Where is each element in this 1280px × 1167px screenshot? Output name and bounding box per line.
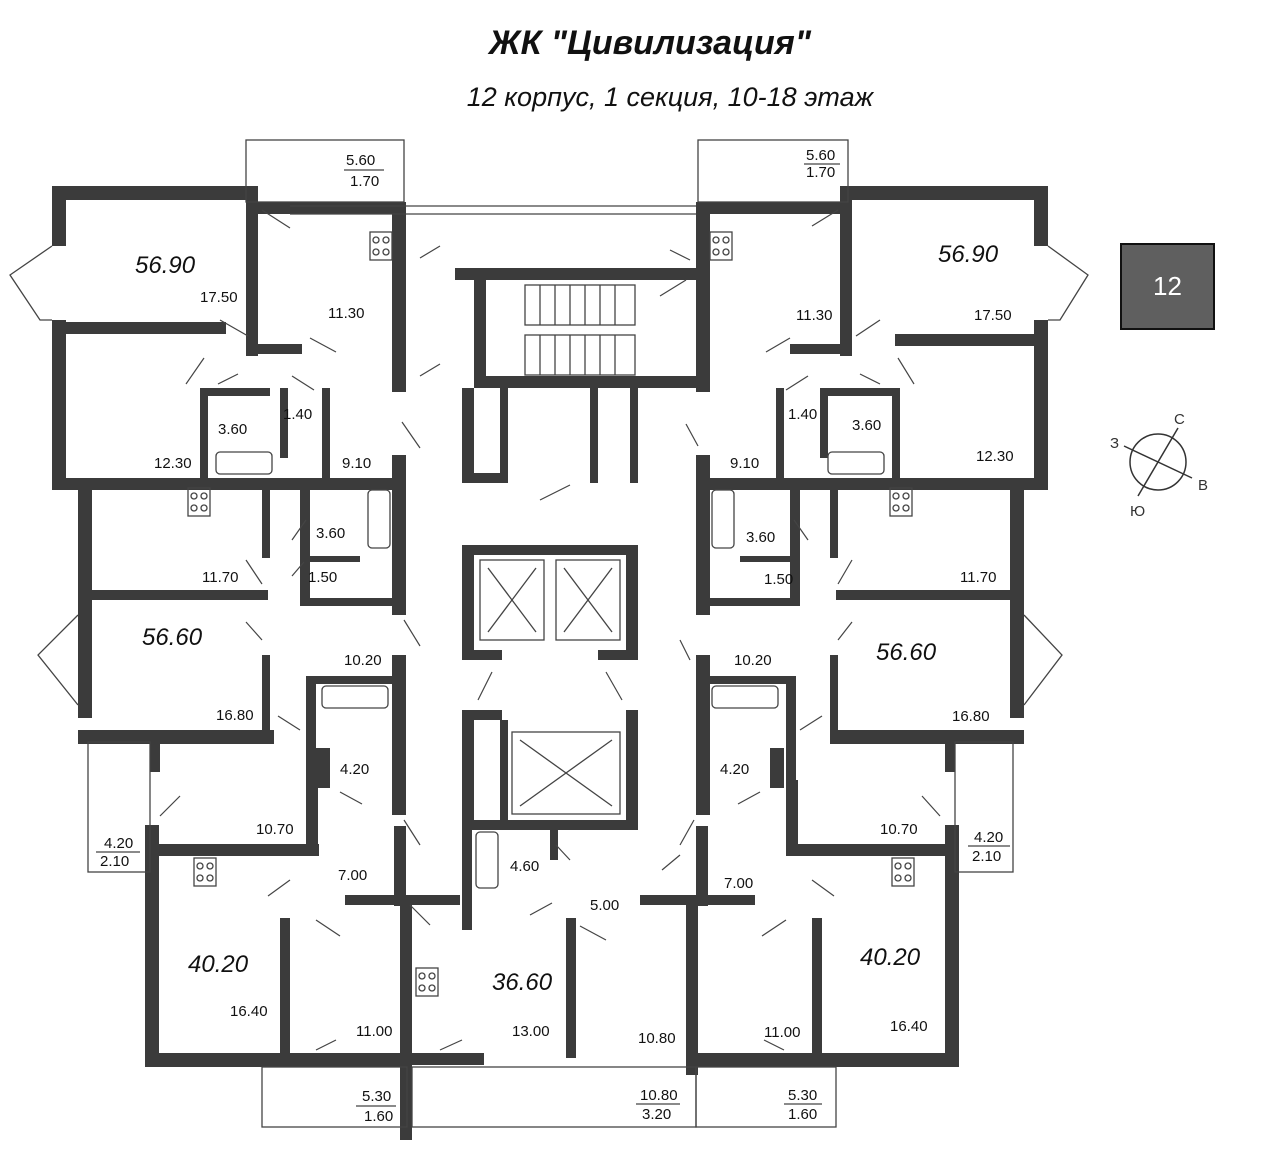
room-label: 7.00 (724, 875, 753, 892)
compass-south: Ю (1130, 503, 1145, 520)
room-label: 1.50 (764, 571, 793, 588)
compass-east: В (1198, 477, 1208, 494)
room-label: 4.20 (974, 829, 1003, 846)
room-label: 16.80 (216, 707, 254, 724)
stairs (524, 284, 636, 376)
apt-se-total: 40.20 (860, 944, 921, 971)
room-label: 11.00 (764, 1024, 800, 1041)
room-label: 10.20 (734, 652, 772, 669)
room-label: 13.00 (512, 1023, 550, 1040)
room-label: 4.60 (510, 858, 539, 875)
room-label: 3.20 (642, 1106, 671, 1123)
apt-ne-total: 56.90 (938, 241, 999, 268)
room-label: 5.00 (590, 897, 619, 914)
bay-windows (9, 245, 1089, 706)
room-label: 17.50 (200, 289, 238, 306)
walls (52, 186, 1048, 1140)
room-label: 5.30 (788, 1087, 817, 1104)
room-label: 11.00 (356, 1023, 392, 1040)
room-label: 11.70 (960, 569, 996, 586)
room-label: 16.80 (952, 708, 990, 725)
room-label: 16.40 (230, 1003, 268, 1020)
room-label: 5.60 (806, 147, 835, 164)
room-label: 3.60 (746, 529, 775, 546)
room-label: 5.60 (346, 152, 375, 169)
room-label: 12.30 (154, 455, 192, 472)
doors (159, 209, 941, 1051)
room-label: 1.70 (350, 173, 379, 190)
room-label: 17.50 (974, 307, 1012, 324)
room-label: 9.10 (730, 455, 759, 472)
room-label: 1.40 (283, 406, 312, 423)
room-label: 1.40 (788, 406, 817, 423)
apt-w-total: 56.60 (142, 624, 203, 651)
room-label: 11.30 (796, 307, 832, 324)
room-label: 9.10 (342, 455, 371, 472)
room-areas: 5.60 1.70 17.50 11.30 3.60 1.40 12.30 9.… (96, 147, 1014, 1125)
room-label: 10.80 (640, 1087, 678, 1104)
apt-e-total: 56.60 (876, 639, 937, 666)
room-label: 1.60 (788, 1106, 817, 1123)
building-number-badge: 12 (1120, 243, 1215, 330)
room-label: 1.50 (308, 569, 337, 586)
room-label: 4.20 (340, 761, 369, 778)
compass-north: С (1174, 411, 1185, 428)
apt-nw-total: 56.90 (135, 252, 196, 279)
room-label: 10.70 (880, 821, 918, 838)
fixtures (187, 231, 915, 997)
room-label: 7.00 (338, 867, 367, 884)
room-label: 3.60 (316, 525, 345, 542)
room-label: 16.40 (890, 1018, 928, 1035)
room-label: 1.70 (806, 164, 835, 181)
room-label: 2.10 (972, 848, 1001, 865)
room-label: 4.20 (104, 835, 133, 852)
room-label: 11.70 (202, 569, 238, 586)
room-label: 2.10 (100, 853, 129, 870)
room-label: 10.20 (344, 652, 382, 669)
room-label: 10.70 (256, 821, 294, 838)
room-label: 5.30 (362, 1088, 391, 1105)
room-label: 3.60 (218, 421, 247, 438)
compass-icon: С Ю В З (1110, 411, 1208, 520)
compass-west: З (1110, 435, 1119, 452)
page-title: ЖК "Цивилизация" (489, 24, 811, 62)
room-label: 10.80 (638, 1030, 676, 1047)
room-label: 3.60 (852, 417, 881, 434)
apt-sw-total: 40.20 (188, 951, 249, 978)
balconies (87, 139, 1014, 1128)
room-label: 1.60 (364, 1108, 393, 1125)
elevators (479, 559, 621, 815)
room-label: 11.30 (328, 305, 364, 322)
room-label: 4.20 (720, 761, 749, 778)
page-subtitle: 12 корпус, 1 секция, 10-18 этаж (466, 82, 874, 112)
apt-s-total: 36.60 (492, 969, 553, 996)
apartment-totals: 56.90 56.90 56.60 56.60 40.20 40.20 36.6… (135, 241, 999, 996)
room-label: 12.30 (976, 448, 1014, 465)
